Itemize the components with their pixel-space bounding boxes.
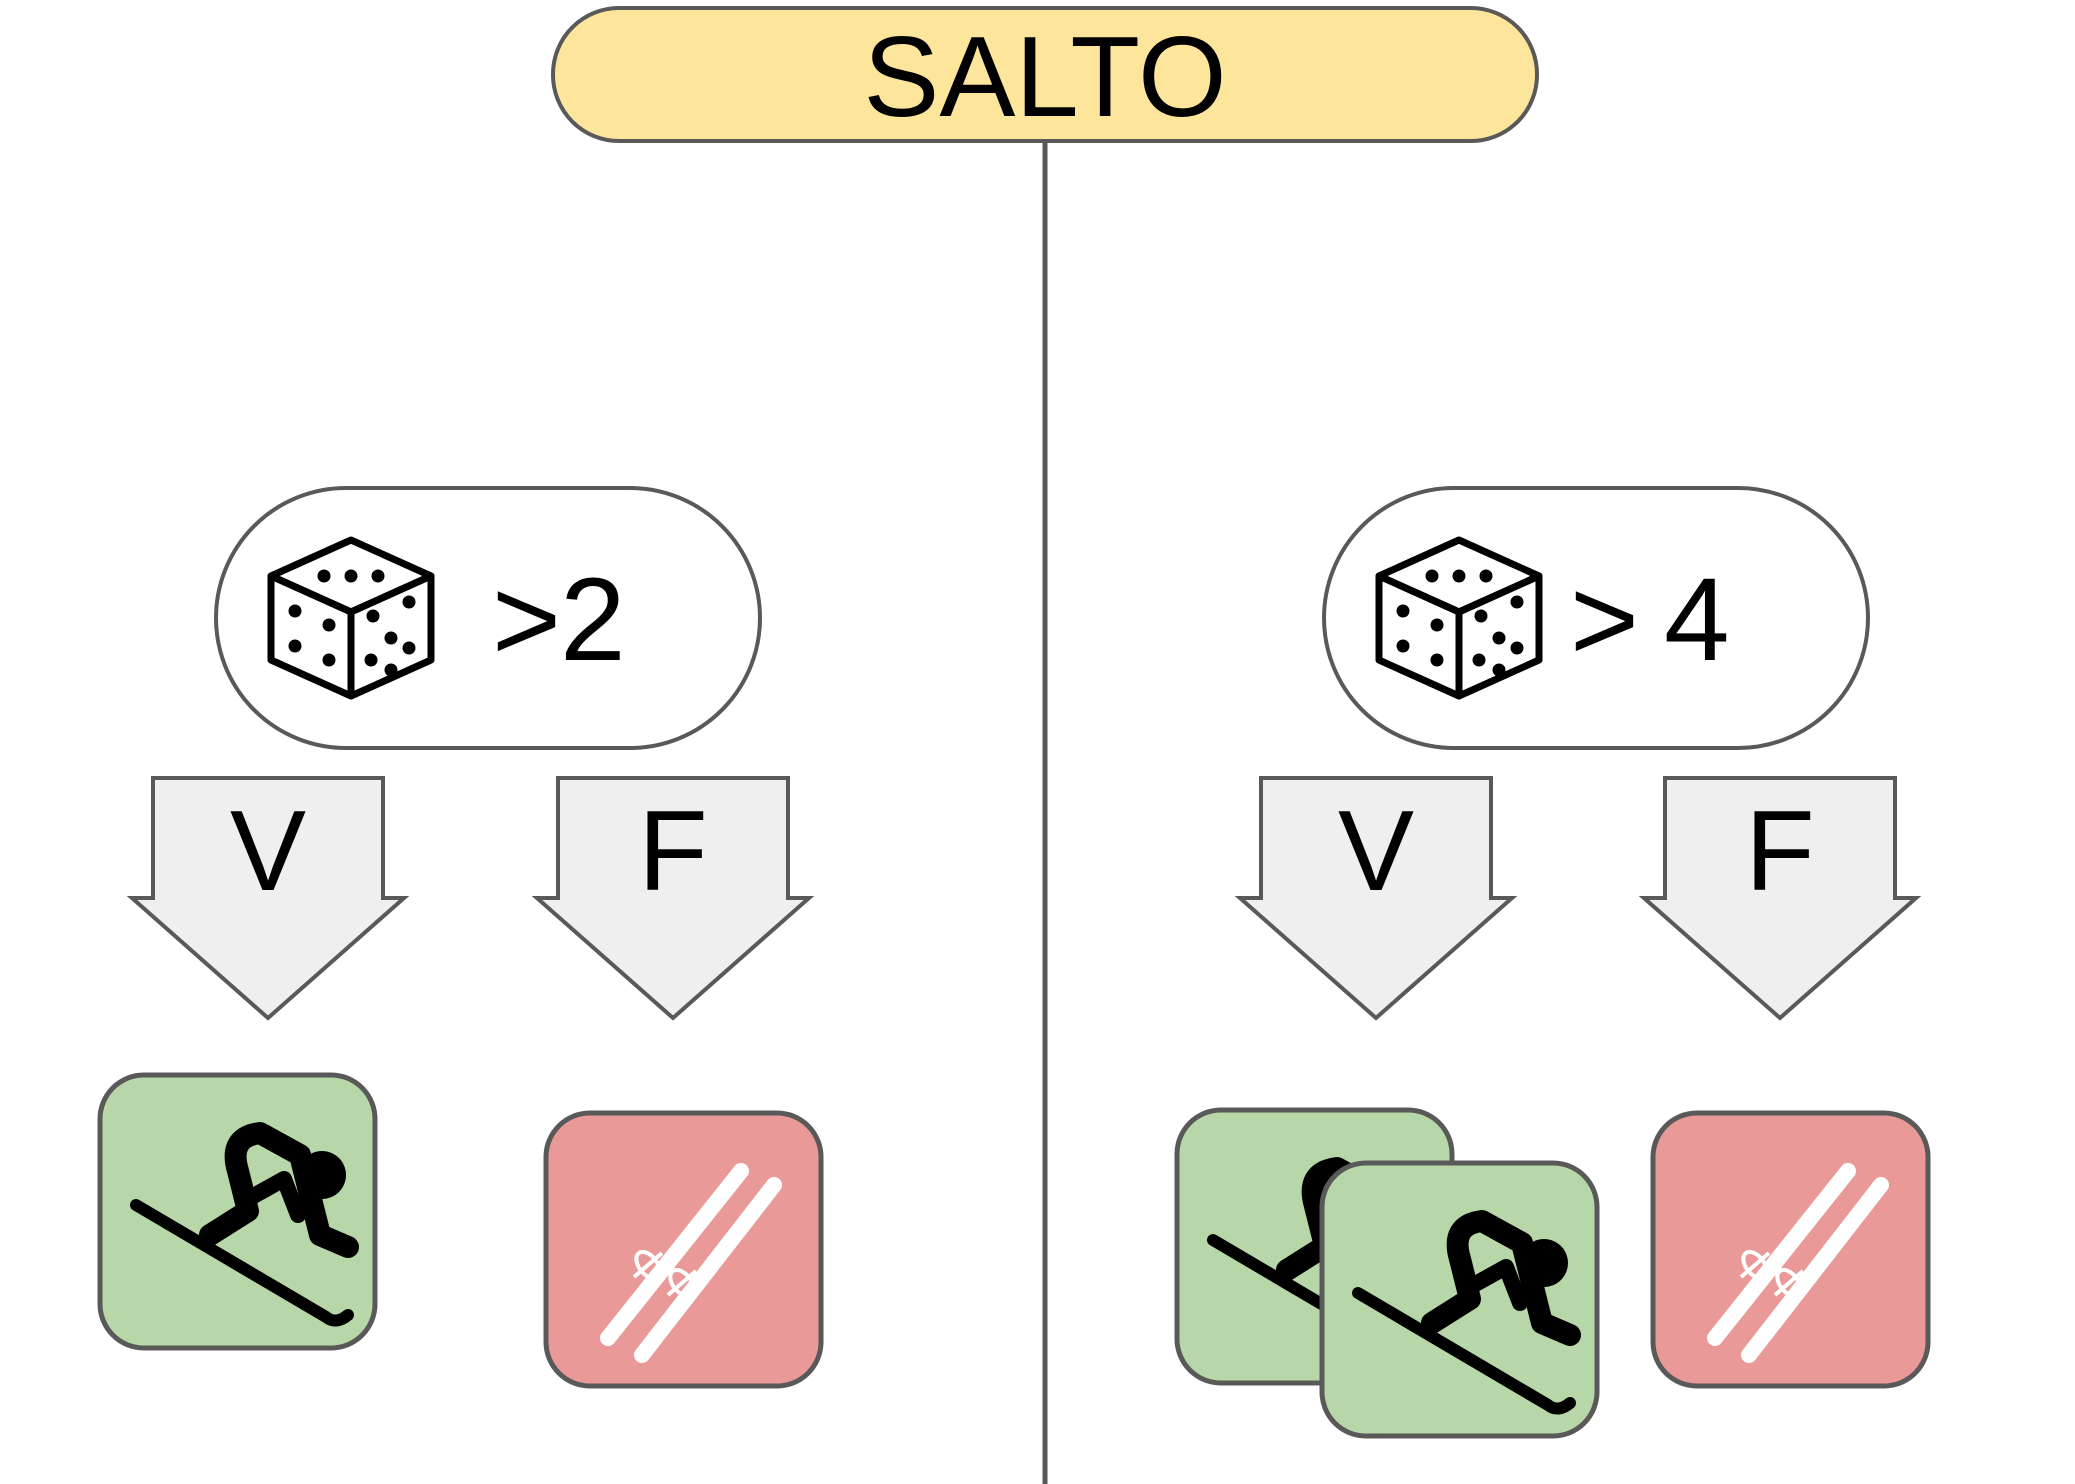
false-label: F	[1745, 788, 1815, 915]
true-outcome-card	[97, 1072, 378, 1351]
dice-icon	[271, 540, 431, 696]
true-arrow	[126, 776, 410, 1021]
false-arrow	[1638, 776, 1922, 1021]
true-label: V	[230, 788, 306, 915]
condition-operator: >	[492, 554, 561, 686]
branch-right: > 4 V F	[1174, 486, 1931, 1439]
title-box: SALTO	[551, 6, 1539, 143]
false-outcome-card	[543, 1110, 824, 1389]
condition-operator: >	[1570, 554, 1639, 686]
title-text: SALTO	[863, 14, 1226, 141]
false-label: F	[638, 788, 708, 915]
condition-value: 2	[560, 554, 626, 686]
false-outcome-card	[1650, 1110, 1931, 1389]
branch-left: > 2 V F	[97, 486, 824, 1389]
true-arrow	[1234, 776, 1518, 1021]
condition-value: 4	[1664, 554, 1730, 686]
true-label: V	[1338, 788, 1414, 915]
dice-icon	[1379, 540, 1539, 696]
false-arrow	[531, 776, 815, 1021]
true-outcome-card	[1319, 1160, 1600, 1439]
